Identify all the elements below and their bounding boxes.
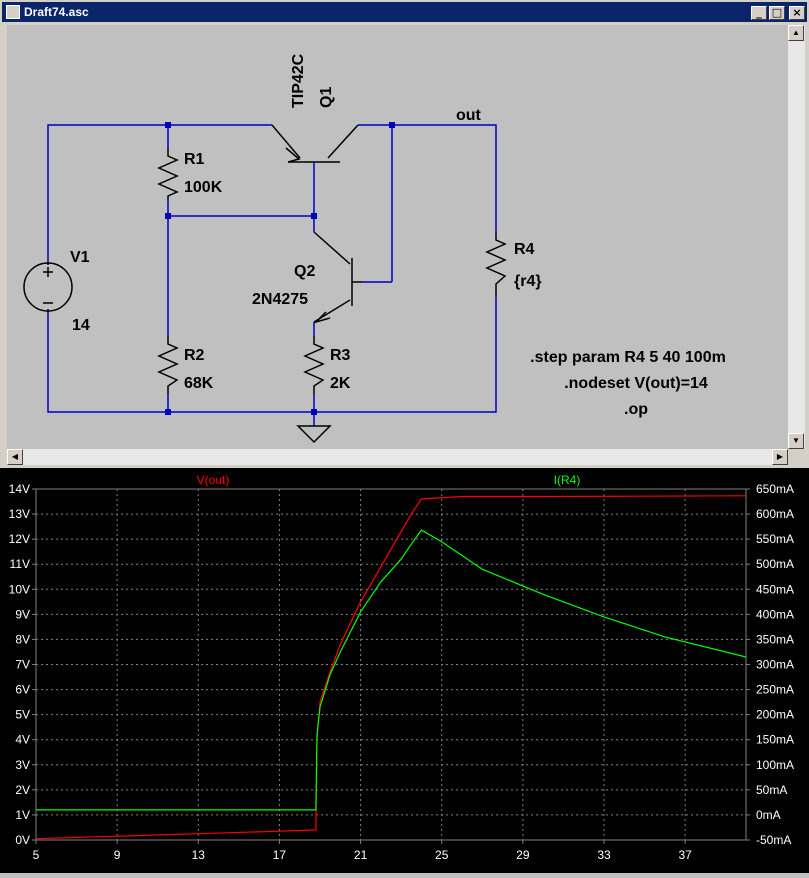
window-title: Draft74.asc	[24, 5, 89, 19]
v1-name: V1	[70, 249, 90, 266]
y-right-tick-label: 350mA	[756, 632, 794, 646]
y-right-tick-label: 450mA	[756, 582, 794, 596]
q2-name: Q2	[294, 263, 315, 280]
maximize-icon: □	[771, 6, 783, 19]
x-tick-label: 21	[354, 848, 368, 862]
title-bar[interactable]: Draft74.asc _ □ ×	[2, 2, 807, 22]
y-left-tick-label: 6V	[15, 683, 30, 697]
plot-svg[interactable]: 5 9 13 17 21 25 29 33 37 0V 1V 2V 3V 4V 5V 6V 7V 8V 9V 10V 1…	[0, 468, 809, 873]
q1-model: TIP42C	[290, 53, 307, 108]
y-left-tick-label: 4V	[15, 733, 30, 747]
app-icon	[6, 5, 20, 19]
plot-grid	[36, 489, 746, 840]
y-right-tick-label: 0mA	[756, 808, 781, 822]
legend-v-out[interactable]: V(out)	[197, 473, 230, 487]
directive-nodeset[interactable]: .nodeset V(out)=14	[564, 375, 708, 392]
y-right-tick-label: -50mA	[756, 833, 791, 847]
y-left-tick-label: 8V	[15, 632, 30, 646]
y-right-tick-label: 300mA	[756, 658, 794, 672]
minimize-icon: _	[756, 6, 762, 19]
y-right-tick-label: 400mA	[756, 607, 794, 621]
r2-resistor[interactable]	[157, 336, 179, 394]
plot-axes: 5 9 13 17 21 25 29 33 37 0V 1V 2V 3V 4V 5V 6V 7V 8V 9V 10V 1…	[9, 482, 794, 862]
x-tick-label: 5	[33, 848, 40, 862]
r4-resistor[interactable]	[485, 232, 507, 296]
q1-transistor[interactable]	[271, 124, 359, 163]
y-right-tick-label: 600mA	[756, 507, 794, 521]
scroll-right-button[interactable]: ▶	[772, 449, 788, 465]
schematic-canvas[interactable]: R1 100K R2 68K R3 2K R4 {r4} V1 14 Q2 2N…	[7, 25, 788, 449]
scroll-up-button[interactable]: ▲	[788, 25, 804, 41]
x-tick-label: 29	[516, 848, 530, 862]
y-right-tick-label: 50mA	[756, 783, 787, 797]
v1-value: 14	[72, 317, 90, 334]
r4-value: {r4}	[514, 273, 542, 290]
q1-name: Q1	[318, 87, 335, 108]
wires	[47, 124, 497, 426]
r1-name: R1	[184, 151, 205, 168]
y-left-tick-label: 10V	[9, 582, 30, 596]
r3-value: 2K	[330, 375, 351, 392]
y-right-tick-label: 150mA	[756, 733, 794, 747]
y-left-tick-label: 7V	[15, 658, 30, 672]
arrow-right-icon: ▶	[776, 452, 784, 461]
y-right-tick-label: 200mA	[756, 708, 794, 722]
y-right-tick-label: 550mA	[756, 532, 794, 546]
y-right-tick-label: 500mA	[756, 557, 794, 571]
trace-v-out-	[35, 495, 747, 840]
y-right-tick-label: 650mA	[756, 482, 794, 496]
scroll-down-button[interactable]: ▼	[788, 433, 804, 449]
close-button[interactable]: ×	[789, 6, 805, 20]
y-left-tick-label: 0V	[15, 833, 30, 847]
x-tick-label: 37	[678, 848, 692, 862]
x-tick-label: 25	[435, 848, 449, 862]
horizontal-scrollbar[interactable]: ◀ ▶	[7, 449, 788, 465]
plot-traces	[35, 495, 747, 840]
y-left-tick-label: 5V	[15, 708, 30, 722]
close-icon: ×	[792, 6, 802, 19]
y-left-tick-label: 9V	[15, 607, 30, 621]
r3-name: R3	[330, 347, 351, 364]
y-left-tick-label: 14V	[9, 482, 30, 496]
r1-resistor[interactable]	[157, 148, 179, 200]
vertical-scrollbar[interactable]: ▲ ▼	[788, 25, 805, 449]
r1-value: 100K	[184, 179, 223, 196]
q2-model: 2N4275	[252, 291, 308, 308]
arrow-down-icon: ▼	[792, 436, 800, 445]
minimize-button[interactable]: _	[751, 6, 767, 20]
y-right-tick-label: 250mA	[756, 683, 794, 697]
net-label-out: out	[456, 107, 482, 124]
legend-i-r4[interactable]: I(R4)	[554, 473, 581, 487]
x-tick-label: 13	[192, 848, 206, 862]
arrow-up-icon: ▲	[792, 28, 800, 37]
maximize-button[interactable]: □	[769, 6, 785, 20]
trace-i-r4-	[36, 529, 747, 811]
waveform-plot[interactable]: 5 9 13 17 21 25 29 33 37 0V 1V 2V 3V 4V 5V 6V 7V 8V 9V 10V 1…	[0, 468, 809, 873]
y-left-tick-label: 11V	[10, 557, 30, 571]
directive-op[interactable]: .op	[624, 401, 648, 418]
r2-value: 68K	[184, 375, 214, 392]
directive-step[interactable]: .step param R4 5 40 100m	[530, 349, 726, 366]
y-left-tick-label: 13V	[9, 507, 30, 521]
r2-name: R2	[184, 347, 205, 364]
y-right-tick-label: 100mA	[756, 758, 794, 772]
y-left-tick-label: 3V	[15, 758, 30, 772]
x-tick-label: 9	[114, 848, 121, 862]
junctions	[165, 122, 395, 415]
r4-name: R4	[514, 241, 535, 258]
y-left-tick-label: 12V	[9, 532, 30, 546]
y-left-tick-label: 2V	[15, 783, 30, 797]
v1-source[interactable]	[23, 262, 73, 312]
arrow-left-icon: ◀	[11, 452, 19, 461]
r3-resistor[interactable]	[303, 336, 325, 394]
ground-symbol	[296, 425, 332, 444]
schematic-window: Draft74.asc _ □ ×	[0, 0, 809, 468]
q2-transistor[interactable]	[313, 231, 362, 324]
x-tick-label: 17	[273, 848, 287, 862]
scroll-left-button[interactable]: ◀	[7, 449, 23, 465]
y-left-tick-label: 1V	[15, 808, 30, 822]
x-tick-label: 33	[597, 848, 611, 862]
